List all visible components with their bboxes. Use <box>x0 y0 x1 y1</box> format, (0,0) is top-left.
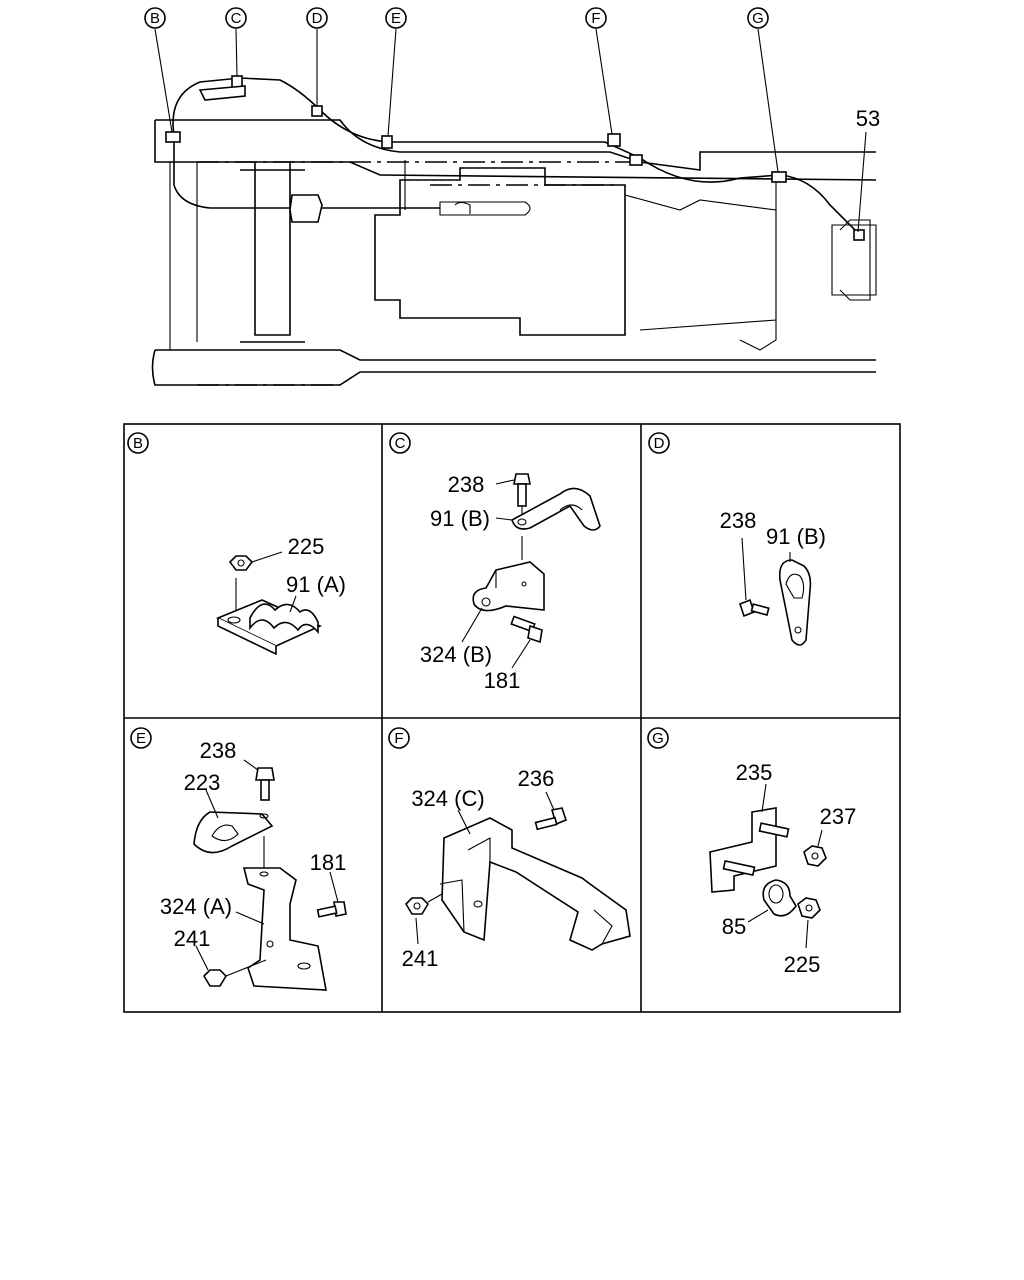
callout-g: G <box>747 7 779 173</box>
detail-grid <box>123 423 901 1013</box>
panel-c: C 238 91 (B) 324 (B) 181 <box>389 432 601 693</box>
callout-d-letter: D <box>312 10 323 27</box>
panel-c-label-238: 238 <box>448 472 485 497</box>
callout-c-letter: C <box>231 10 242 27</box>
panel-d-label-238: 238 <box>720 508 757 533</box>
panel-f-label-236: 236 <box>518 766 555 791</box>
part-53-label: 53 <box>856 106 880 131</box>
callout-g-letter: G <box>752 10 764 27</box>
overview-callouts: B C D E F G 53 <box>144 7 880 233</box>
panel-g-letter: G <box>652 730 664 747</box>
panel-b-label-225: 225 <box>288 534 325 559</box>
callout-f-letter: F <box>591 10 600 27</box>
panel-e-label-181: 181 <box>310 850 347 875</box>
panel-e-label-324a: 324 (A) <box>160 894 232 919</box>
panel-e-label-223: 223 <box>184 770 221 795</box>
panel-c-label-91b: 91 (B) <box>430 506 490 531</box>
panel-b: B 225 91 (A) <box>127 432 346 656</box>
panel-e: E 238 223 181 324 (A) 241 <box>130 727 347 991</box>
panel-e-letter: E <box>136 730 146 747</box>
callout-d: D <box>306 7 328 106</box>
callout-e-letter: E <box>391 10 401 27</box>
panel-f: F 324 (C) 236 241 <box>388 727 631 971</box>
panel-b-label-91a: 91 (A) <box>286 572 346 597</box>
panel-f-letter: F <box>394 730 403 747</box>
callout-f: F <box>585 7 613 135</box>
panel-d-label-91b: 91 (B) <box>766 524 826 549</box>
panel-e-label-241: 241 <box>174 926 211 951</box>
panel-g-label-225: 225 <box>784 952 821 977</box>
chassis-overview <box>151 75 877 386</box>
panel-f-label-324c: 324 (C) <box>411 786 484 811</box>
panel-d-letter: D <box>654 435 665 452</box>
panel-c-label-324b: 324 (B) <box>420 642 492 667</box>
panel-b-letter: B <box>133 435 143 452</box>
callout-c: C <box>225 7 247 77</box>
panel-e-label-238: 238 <box>200 738 237 763</box>
callout-b-letter: B <box>150 10 160 27</box>
panel-c-label-181: 181 <box>484 668 521 693</box>
panel-g-label-237: 237 <box>820 804 857 829</box>
panel-g: G 235 237 85 225 <box>647 727 857 977</box>
callout-b: B <box>144 7 173 133</box>
part-53-callout: 53 <box>856 106 880 233</box>
panel-f-label-241: 241 <box>402 946 439 971</box>
panel-c-letter: C <box>395 435 406 452</box>
panel-g-label-85: 85 <box>722 914 746 939</box>
callout-e: E <box>385 7 407 137</box>
panel-g-label-235: 235 <box>736 760 773 785</box>
panel-d: D 238 91 (B) <box>648 432 826 646</box>
